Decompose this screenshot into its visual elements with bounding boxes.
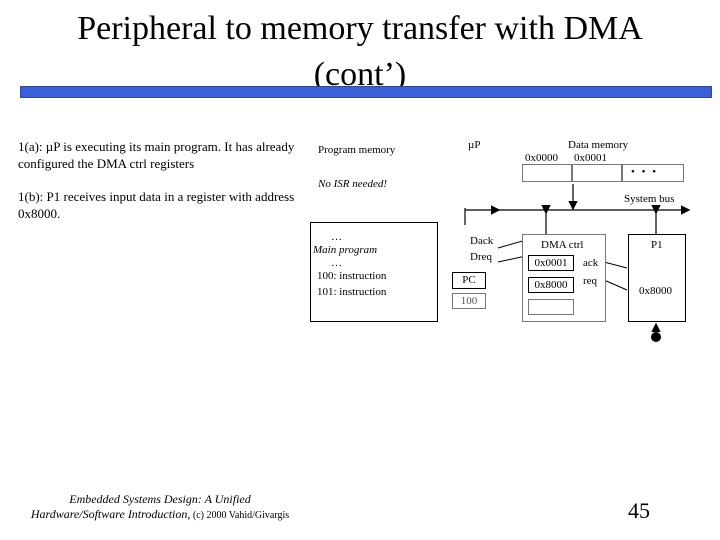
page-number: 45 — [628, 498, 650, 523]
footer-line-2-italic: Hardware/Software Introduction, — [30, 507, 191, 521]
ack-label: ack — [583, 257, 599, 269]
bullet-1a: 1(a): µP is executing its main program. … — [18, 139, 295, 171]
data-memory-dots: • • • — [631, 166, 659, 178]
dma-register-3 — [528, 299, 574, 315]
no-isr-label: No ISR needed! — [318, 178, 388, 190]
ellipsis-2: … — [331, 257, 342, 269]
slide-title: Peripheral to memory transfer with DMA (… — [0, 6, 720, 98]
dma-register-1: 0x0001 — [528, 255, 574, 271]
footer-line-2-plain: (c) 2000 Vahid/Givargis — [190, 510, 290, 521]
req-label: req — [583, 275, 598, 287]
footer-line-2: Hardware/Software Introduction, (c) 2000… — [20, 507, 300, 523]
footer-line-1: Embedded Systems Design: A Unified — [69, 492, 251, 506]
instruction-100: 100: instruction — [317, 270, 387, 282]
data-memory-cell-0 — [522, 164, 572, 182]
ellipsis-1: … — [331, 231, 342, 243]
system-bus-label: System bus — [624, 193, 675, 205]
p1-register: 0x8000 — [639, 285, 672, 297]
program-memory-box: … Main program … 100: instruction 101: i… — [310, 222, 438, 322]
addr-0x0000: 0x0000 — [525, 152, 558, 164]
main-program-label: Main program — [313, 244, 378, 256]
addr-0x0001: 0x0001 — [574, 152, 607, 164]
dma-ctrl-label: DMA ctrl — [541, 239, 584, 251]
dma-ctrl-box: DMA ctrl 0x0001 ack 0x8000 req — [522, 234, 606, 322]
pc-value: 100 — [452, 293, 486, 309]
title-line-1: Peripheral to memory transfer with DMA — [77, 10, 643, 47]
pc-register: PC — [452, 272, 486, 289]
program-memory-label: Program memory — [318, 144, 396, 156]
dreq-label: Dreq — [470, 251, 492, 263]
data-memory-cell-1 — [572, 164, 622, 182]
input-dot-bottom — [651, 332, 661, 342]
data-memory-label: Data memory — [568, 139, 629, 151]
data-memory-cell-2: • • • — [622, 164, 684, 182]
instruction-101: 101: instruction — [317, 286, 387, 298]
bullet-1b: 1(b): P1 receives input data in a regist… — [18, 189, 295, 221]
p1-label: P1 — [651, 239, 663, 251]
up-label: µP — [468, 139, 481, 151]
title-underline-bar — [20, 86, 712, 98]
dack-label: Dack — [470, 235, 494, 247]
dma-register-2: 0x8000 — [528, 277, 574, 293]
footer-citation: Embedded Systems Design: A Unified Hardw… — [20, 492, 300, 523]
p1-box: P1 0x8000 — [628, 234, 686, 322]
